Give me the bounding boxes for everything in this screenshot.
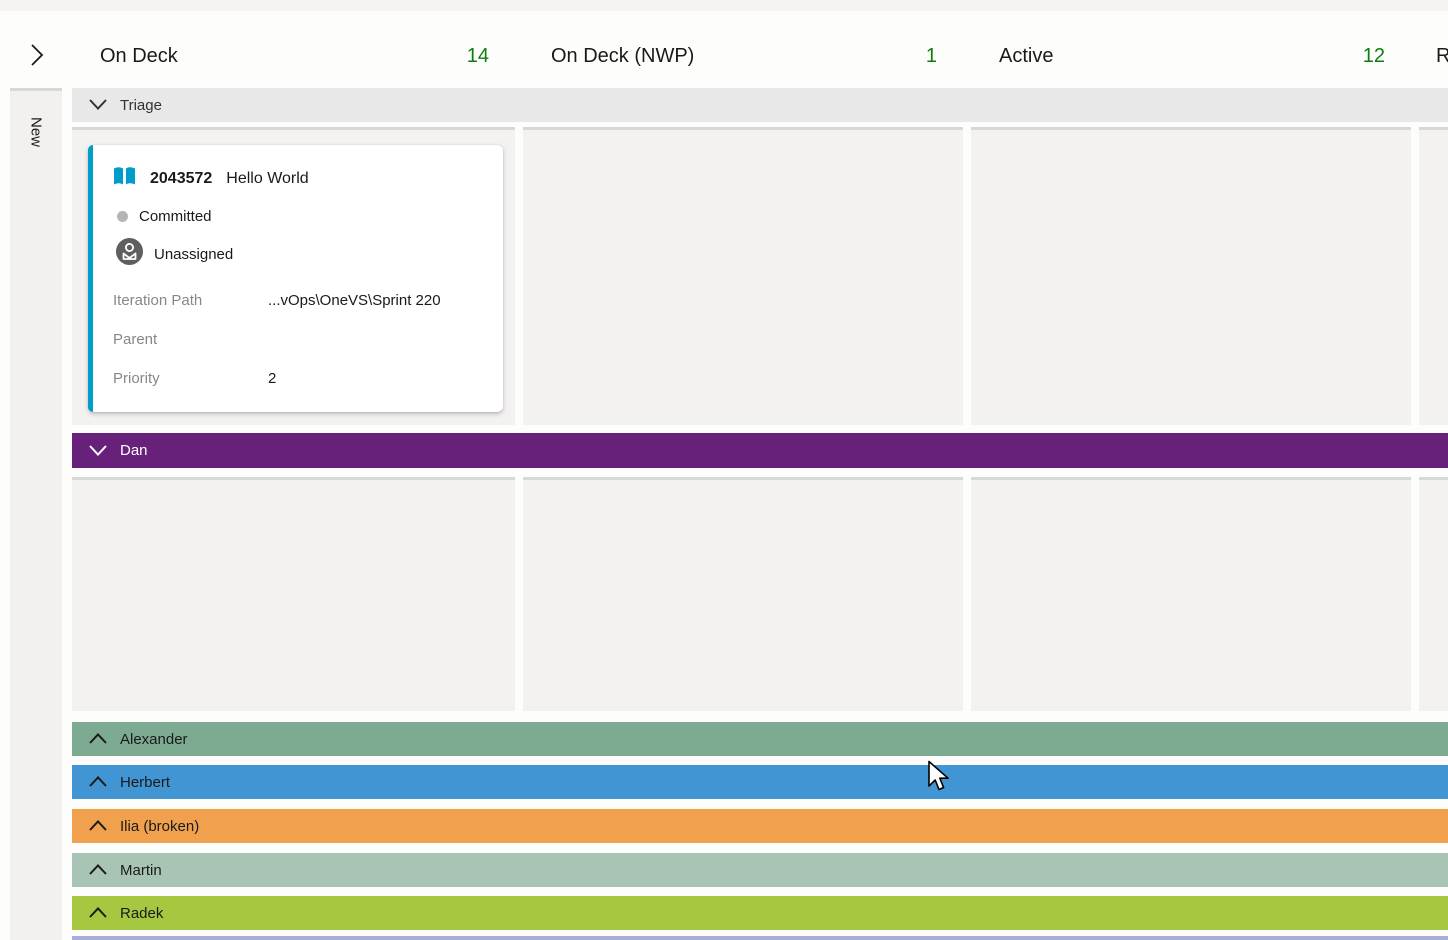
swimlane-header-herbert[interactable]: Herbert [72,765,1448,799]
work-item-state[interactable]: Committed [139,207,212,225]
swimlane-header-dan[interactable]: Dan [72,433,1448,468]
chevron-down-icon[interactable] [88,98,110,112]
column-count: 1 [925,45,937,67]
chevron-right-icon [25,44,49,71]
chevron-up-icon[interactable] [88,819,110,833]
field-iteration-path: Iteration Path ...vOps\OneVS\Sprint 220 [113,292,441,309]
board-cell [72,477,515,711]
column-header-clipped: R [1419,40,1448,72]
swimlane-header-triage[interactable]: Triage [72,88,1448,122]
collapsed-column-new[interactable]: New [10,88,62,940]
work-item-id: 2043572 [150,170,213,187]
column-count: 14 [466,45,489,67]
column-title: On Deck [100,45,178,67]
chevron-up-icon[interactable] [88,775,110,789]
unassigned-avatar-icon[interactable] [116,238,143,270]
column-count: 12 [1362,45,1385,67]
swimlane-header-ilia[interactable]: Ilia (broken) [72,809,1448,843]
board-cell [971,477,1411,711]
swimlane-header-radek[interactable]: Radek [72,896,1448,930]
board-cell [971,127,1411,425]
column-title: R [1436,45,1448,67]
chevron-up-icon[interactable] [88,906,110,920]
expand-column-button[interactable] [24,42,50,70]
board-cell [1419,477,1448,711]
column-header-on-deck-nwp: On Deck (NWP) 1 [523,40,963,72]
swimlane-label: Ilia (broken) [120,817,200,835]
chevron-up-icon[interactable] [88,732,110,746]
board-cell [1419,127,1448,425]
state-dot-icon [117,210,128,222]
assignee-name[interactable]: Unassigned [154,245,234,263]
swimlane-header-alexander[interactable]: Alexander [72,722,1448,756]
column-title: On Deck (NWP) [551,45,695,67]
swimlane-label: Radek [120,904,164,922]
swimlane-label: Triage [120,96,162,114]
chevron-down-icon[interactable] [88,444,110,458]
field-parent: Parent [113,331,158,348]
swimlane-label: Martin [120,861,162,879]
user-story-icon [112,166,137,192]
top-strip [0,0,1448,11]
collapsed-column-label: New [27,117,45,148]
field-priority: Priority 2 [113,370,277,387]
work-item-card[interactable]: 2043572 Hello World Committed Unassigned… [88,145,503,412]
swimlane-header-martin[interactable]: Martin [72,853,1448,887]
column-title: Active [999,45,1054,67]
board-cell [523,477,963,711]
column-header-active: Active 12 [971,40,1411,72]
swimlane-header-partial[interactable] [72,936,1448,940]
swimlane-label: Dan [120,442,148,459]
swimlane-label: Herbert [120,773,171,791]
chevron-up-icon[interactable] [88,863,110,877]
swimlane-label: Alexander [120,730,188,748]
card-accent-bar [88,145,93,412]
board-cell [523,127,963,425]
work-item-title[interactable]: Hello World [226,170,309,187]
column-header-on-deck: On Deck 14 [72,40,515,72]
